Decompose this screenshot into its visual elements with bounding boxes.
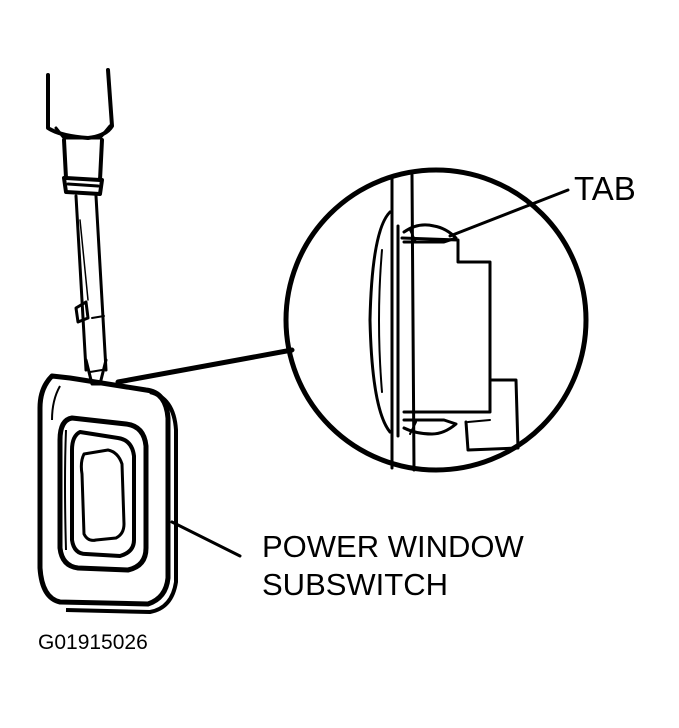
subswitch-bezel bbox=[37, 373, 178, 614]
figure-id: G01915026 bbox=[38, 631, 148, 654]
power-window-subswitch-label-line2: SUBSWITCH bbox=[262, 567, 448, 602]
power-window-subswitch-label-line1: POWER WINDOW bbox=[262, 529, 524, 564]
leader-to-detail bbox=[115, 347, 295, 385]
detail-circle bbox=[283, 167, 589, 473]
power-window-subswitch-label: POWER WINDOW SUBSWITCH bbox=[262, 528, 524, 604]
leader-to-subswitch bbox=[170, 520, 242, 558]
screwdriver bbox=[46, 68, 114, 386]
tab-label: TAB bbox=[574, 170, 636, 207]
leader-to-tab bbox=[448, 188, 570, 238]
